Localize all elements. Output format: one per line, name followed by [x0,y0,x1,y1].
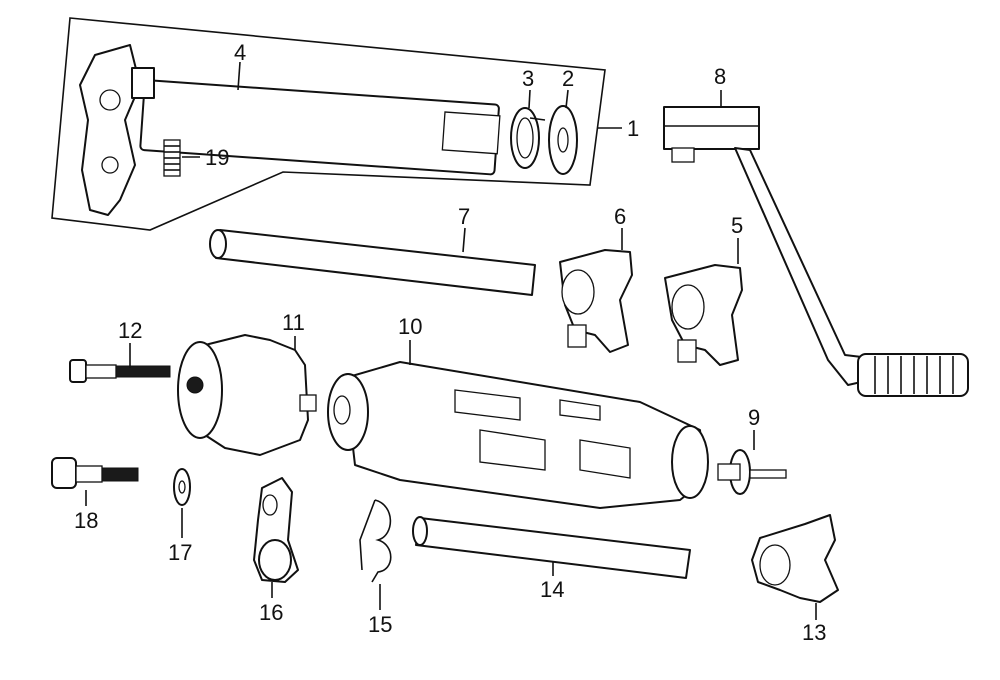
callout-19: 19 [205,145,229,170]
leader-lines [85,61,817,620]
callout-15: 15 [368,612,392,637]
callout-2: 2 [562,66,574,91]
callout-4: 4 [234,40,246,65]
callout-17: 17 [168,540,192,565]
part-15-spring [359,499,392,583]
part-13-shift-fork [751,514,839,603]
callout-11: 11 [282,310,305,335]
callout-7: 7 [458,204,470,229]
part-2-washer [548,105,578,175]
part-19-spring [163,139,181,177]
callout-6: 6 [614,204,626,229]
callout-1: 1 [627,116,639,141]
callout-18: 18 [74,508,98,533]
assembly-group-outline [51,17,606,231]
part-6-shift-fork [559,249,633,353]
callout-10: 10 [398,314,422,339]
callout-5: 5 [731,213,743,238]
callout-12: 12 [118,318,142,343]
callout-16: 16 [259,600,283,625]
callout-14: 14 [540,577,564,602]
part-9-pin [717,449,787,495]
callout-13: 13 [802,620,826,645]
part-11-drum-cam [177,334,317,456]
part-14-fork-rod [412,516,691,579]
callout-9: 9 [748,405,760,430]
callout-8: 8 [714,64,726,89]
part-16-stopper-lever [253,477,299,583]
part-18-bolt [51,457,139,489]
part-7-fork-rod [209,229,536,296]
callout-3: 3 [522,66,534,91]
part-4-shift-shaft [79,44,501,216]
part-10-shift-drum [327,361,709,509]
part-8-shift-pedal [663,106,969,397]
part-17-washer [173,468,191,506]
part-12-bolt [69,359,171,383]
part-3-spring [510,107,546,169]
part-5-shift-fork [664,264,743,366]
